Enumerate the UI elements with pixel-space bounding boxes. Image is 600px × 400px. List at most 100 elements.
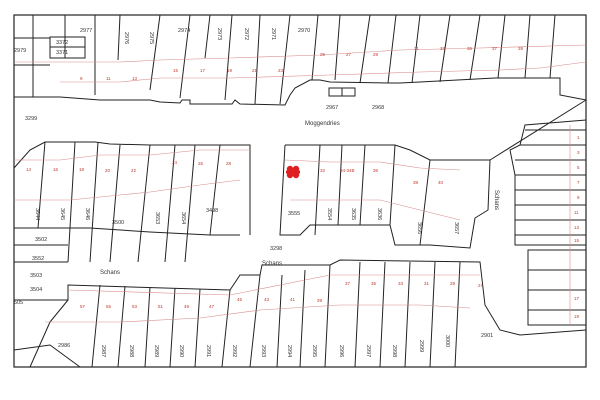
parcel-label: 3646: [84, 208, 90, 220]
house-number: 27: [346, 52, 352, 57]
house-number: 3: [577, 150, 580, 155]
house-number: 35: [371, 281, 377, 286]
house-number: 13: [574, 225, 580, 230]
parcel-label: 3552: [32, 256, 44, 262]
house-number: 13: [132, 76, 138, 81]
house-number: 38: [413, 180, 419, 185]
house-number: 15: [574, 238, 580, 243]
house-numbers-top: 9 11 13 15 17 19 21 23 25 27 29 31 33 35…: [80, 46, 524, 81]
parcel-label: 3502: [35, 237, 47, 243]
parcel-label: 2972: [243, 28, 249, 40]
house-number: 16: [53, 167, 59, 172]
parcel-label: 3636: [376, 208, 382, 220]
house-number: 15: [173, 68, 179, 73]
parcel-label: 3635: [350, 208, 356, 220]
parcel-label: 2970: [298, 28, 310, 34]
house-number: 41: [290, 297, 296, 302]
parcel-label: 3500: [112, 220, 124, 226]
parcel-label: 3644: [34, 208, 40, 220]
parcel-label: 2993: [260, 345, 266, 357]
house-number: 37: [492, 46, 498, 51]
parcel-label: 2990: [178, 345, 184, 357]
parcel-label: 3371: [56, 50, 68, 56]
parcel-label: 3555: [288, 211, 300, 217]
parcel-label: 2979: [14, 48, 26, 54]
parcel-label: 2973: [216, 28, 222, 40]
house-number: 5: [577, 165, 580, 170]
parcel-label: 3299: [25, 116, 37, 122]
parcel-label: 3498: [206, 208, 218, 214]
house-number: 24: [172, 160, 178, 165]
parcel-label: 505: [14, 300, 23, 306]
parcel-label: 2994: [286, 345, 292, 357]
house-number: 29: [450, 281, 456, 286]
parcel-label: 2996: [338, 345, 344, 357]
house-number: 29: [373, 52, 379, 57]
parcel-label: 2987: [100, 345, 106, 357]
parcel-labels-bottom: 2986 2987 2988 2989 2990 2991 2992 2993 …: [58, 333, 493, 357]
selected-parcel-marker-icon[interactable]: [286, 165, 300, 179]
parcel-label: 3657: [453, 222, 459, 234]
house-number: 49: [184, 304, 190, 309]
house-number: 31: [414, 46, 420, 51]
house-number: 36: [373, 168, 379, 173]
parcel-label: 3654: [180, 212, 186, 224]
house-number: 28: [226, 161, 232, 166]
house-number: 55: [106, 304, 112, 309]
house-number: 34-34B: [340, 168, 355, 173]
house-number: 20: [105, 168, 111, 173]
street-label-schans: Schans: [262, 261, 282, 267]
parcel-label: 3645: [59, 208, 65, 220]
house-number: 1: [577, 135, 580, 140]
parcel-label: 2975: [148, 32, 154, 44]
parcel-label: 2989: [153, 345, 159, 357]
parcel-label: 2968: [372, 105, 384, 111]
parcel-label: 2901: [481, 333, 493, 339]
parcel-label: 2986: [58, 343, 70, 349]
house-number: 37: [345, 281, 351, 286]
parcel-label: 2991: [205, 345, 211, 357]
house-number: 14: [26, 167, 32, 172]
bottom-block: [13, 259, 587, 368]
house-number: 32: [320, 168, 326, 173]
house-number: 39: [518, 46, 524, 51]
house-numbers-middle: 14 16 18 20 22 24 26 28 32 34-34B 36 38 …: [26, 160, 444, 185]
house-number: 11: [106, 76, 111, 81]
house-number: 57: [80, 304, 86, 309]
house-number: 39: [317, 298, 323, 303]
house-number: 21: [252, 68, 258, 73]
house-number: 18: [79, 167, 85, 172]
parcel-label: 3503: [30, 273, 42, 279]
right-block: [509, 119, 587, 326]
house-number: 51: [158, 304, 164, 309]
house-number: 53: [132, 304, 138, 309]
house-number: 31: [424, 281, 430, 286]
parcel-label: 2976: [123, 32, 129, 44]
parcel-label: 3372: [56, 40, 68, 46]
parcel-label: 2971: [270, 28, 276, 40]
parcel-label: 2992: [231, 345, 237, 357]
house-number: 9: [80, 76, 83, 81]
parcel-label: 2997: [365, 345, 371, 357]
house-numbers-right: 1 3 5 7 9 11 13 15 17 19: [574, 135, 580, 319]
map-frame: [13, 14, 587, 368]
street-label-schans: Schans: [100, 270, 120, 276]
house-number: 7: [577, 180, 580, 185]
house-number: 9: [577, 195, 580, 200]
house-number: 19: [574, 314, 580, 319]
top-block: [14, 14, 587, 106]
parcel-labels-top: 2977 2976 2975 2974 2973 2972 2971 2970 …: [14, 28, 384, 122]
house-number: 17: [200, 68, 206, 73]
parcel-label: 2977: [80, 28, 92, 34]
house-number: 25: [320, 52, 326, 57]
parcel-label: 3000: [444, 335, 450, 347]
street-label-schans-vertical: Schans: [493, 190, 499, 210]
parcel-label: 3298: [270, 246, 282, 252]
house-number: 17: [574, 296, 580, 301]
parcel-label: 3656: [416, 222, 422, 234]
house-number: 33: [398, 281, 404, 286]
middle-block: [13, 99, 587, 263]
parcel-label: 3554: [326, 208, 332, 220]
house-number: 19: [227, 68, 233, 73]
